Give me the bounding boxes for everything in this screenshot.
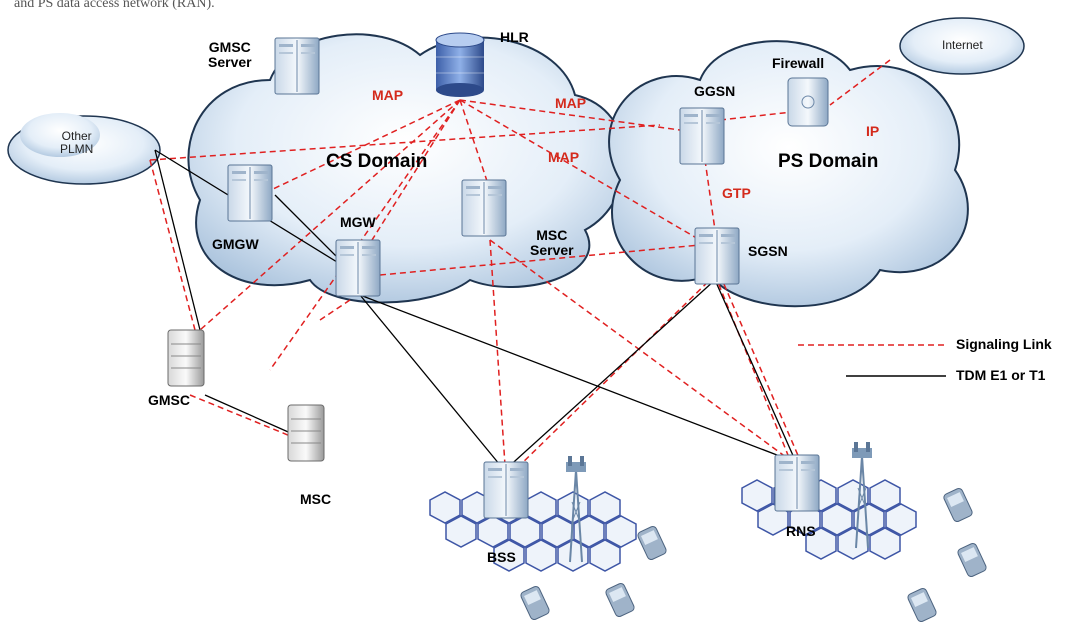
hlr-database-icon <box>435 32 485 97</box>
other-plmn-cloud <box>7 113 161 185</box>
msc-icon <box>287 404 325 462</box>
mgw-icon <box>335 239 381 297</box>
legend-tdm-label: TDM E1 or T1 <box>956 367 1046 383</box>
firewall-label: Firewall <box>772 55 825 71</box>
ggsn-label: GGSN <box>694 83 736 99</box>
rns-label: RNS <box>786 523 816 539</box>
cs-domain-label: CS Domain <box>326 151 428 172</box>
bss-icon <box>483 461 529 519</box>
sgsn-icon <box>694 227 740 285</box>
map-label-2: MAP <box>555 95 587 111</box>
gmsc-icon <box>167 329 205 387</box>
legend-signaling-label: Signaling Link <box>956 336 1052 352</box>
figure-caption: and PS data access network (RAN). <box>14 0 215 11</box>
mobile-phone-icon <box>942 486 974 524</box>
msc-server-icon <box>461 179 507 237</box>
gmgw-icon <box>227 164 273 222</box>
gmsc-label: GMSC <box>148 392 190 408</box>
gmgw-label: GMGW <box>212 236 259 252</box>
other-plmn-label: Other PLMN <box>60 129 94 156</box>
mobile-phone-icon <box>956 541 988 579</box>
msc-label: MSC <box>300 491 332 507</box>
bss-hex-grid-icon <box>429 491 637 572</box>
hlr-label: HLR <box>500 29 529 45</box>
gtp-label: GTP <box>722 185 751 201</box>
mobile-phone-icon <box>519 584 551 622</box>
mgw-label: MGW <box>340 214 376 230</box>
mobile-phone-icon <box>604 581 636 619</box>
rns-icon <box>774 454 820 512</box>
ps-domain-label: PS Domain <box>778 151 879 172</box>
bss-label: BSS <box>487 549 516 565</box>
map-label-3: MAP <box>548 149 580 165</box>
internet-cloud <box>899 17 1025 75</box>
firewall-icon <box>787 77 829 127</box>
gmsc-server-icon <box>274 37 320 95</box>
internet-label: Internet <box>942 38 983 52</box>
mobile-phone-icon <box>906 586 938 624</box>
mobile-phone-icon <box>636 524 668 562</box>
signaling-links <box>149 59 891 471</box>
ggsn-icon <box>679 107 725 165</box>
msc-server-label: MSC Server <box>530 227 574 258</box>
ip-label: IP <box>866 123 880 139</box>
map-label-1: MAP <box>372 87 404 103</box>
sgsn-label: SGSN <box>748 243 788 259</box>
gmsc-server-label: GMSC Server <box>208 39 252 70</box>
rns-hex-grid-icon <box>741 479 917 560</box>
